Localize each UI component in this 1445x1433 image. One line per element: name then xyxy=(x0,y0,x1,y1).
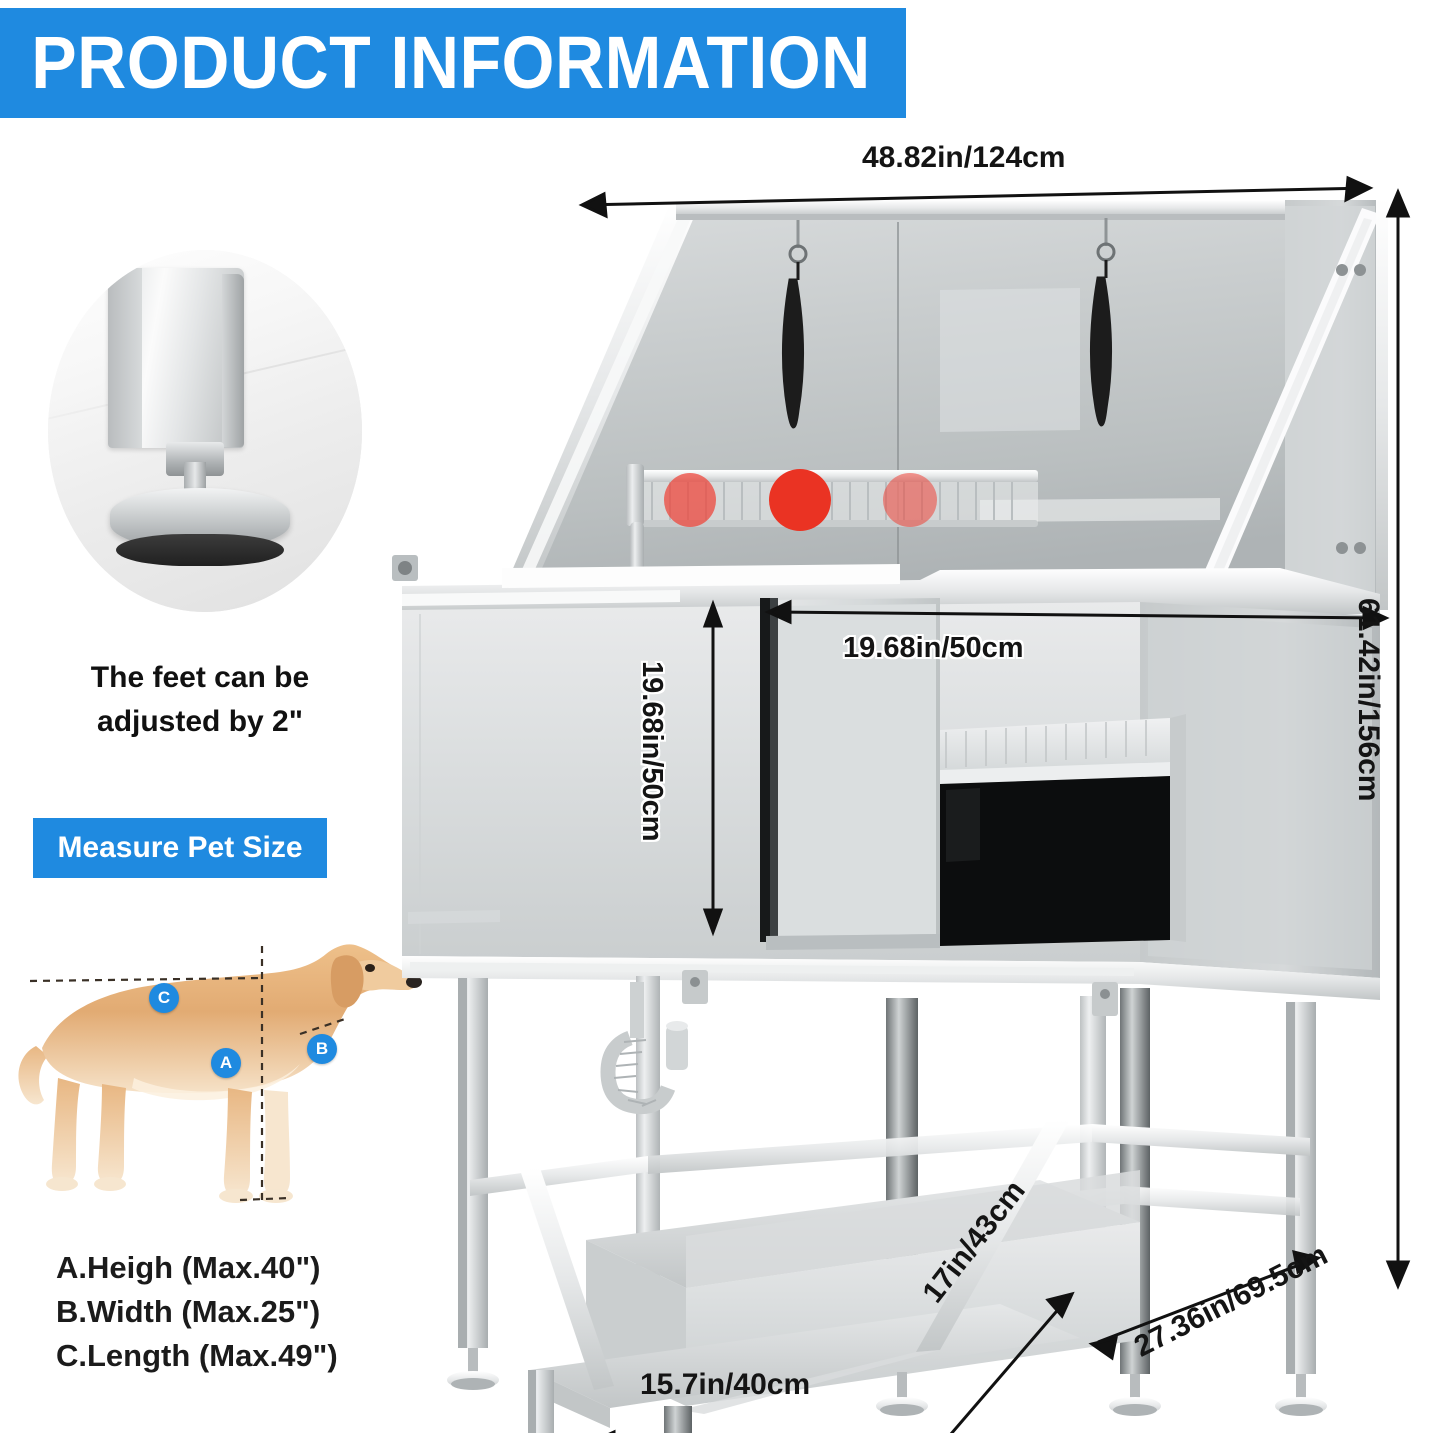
dim-overall-width: 48.82in/124cm xyxy=(862,141,1066,174)
header-banner: PRODUCT INFORMATION xyxy=(0,8,906,118)
product-illustration xyxy=(380,170,1445,1433)
grooming-tub-icon xyxy=(392,175,1411,1433)
page-title: PRODUCT INFORMATION xyxy=(31,21,871,104)
feet-caption-line1: The feet can be xyxy=(90,661,310,694)
measurement-item-b: B.Width (Max.25") xyxy=(56,1294,321,1330)
feet-caption-line2: adjusted by 2" xyxy=(97,704,303,738)
feet-caption: The feet can be adjusted by 2" xyxy=(20,656,380,743)
dim-overall-height: 61.42in/156cm xyxy=(1352,598,1385,802)
measure-pet-size-label: Measure Pet Size xyxy=(57,831,303,864)
dim-tub-interior-depth: 19.68in/50cm xyxy=(636,661,668,842)
dog-photo-icon xyxy=(18,944,422,1203)
dim-step-width: 15.7in/40cm xyxy=(640,1368,811,1401)
measure-pet-size-badge: Measure Pet Size xyxy=(33,818,327,878)
adjustable-foot-photo xyxy=(48,250,362,612)
dog-marker-b: B xyxy=(307,1034,337,1064)
pet-measurement-list: A.Heigh (Max.40") B.Width (Max.25") C.Le… xyxy=(56,1246,426,1378)
dog-measure-diagram: A B C xyxy=(14,928,424,1218)
steel-leg-icon xyxy=(108,268,244,448)
measurement-item-a: A.Heigh (Max.40") xyxy=(56,1250,321,1285)
dog-marker-a: A xyxy=(211,1048,241,1078)
rubber-base-icon xyxy=(116,534,284,566)
dim-tub-interior-width: 19.68in/50cm xyxy=(843,632,1024,664)
measurement-item-c: C.Length (Max.49") xyxy=(56,1338,338,1374)
dog-marker-c: C xyxy=(149,983,179,1013)
threaded-stem-icon xyxy=(184,462,206,496)
